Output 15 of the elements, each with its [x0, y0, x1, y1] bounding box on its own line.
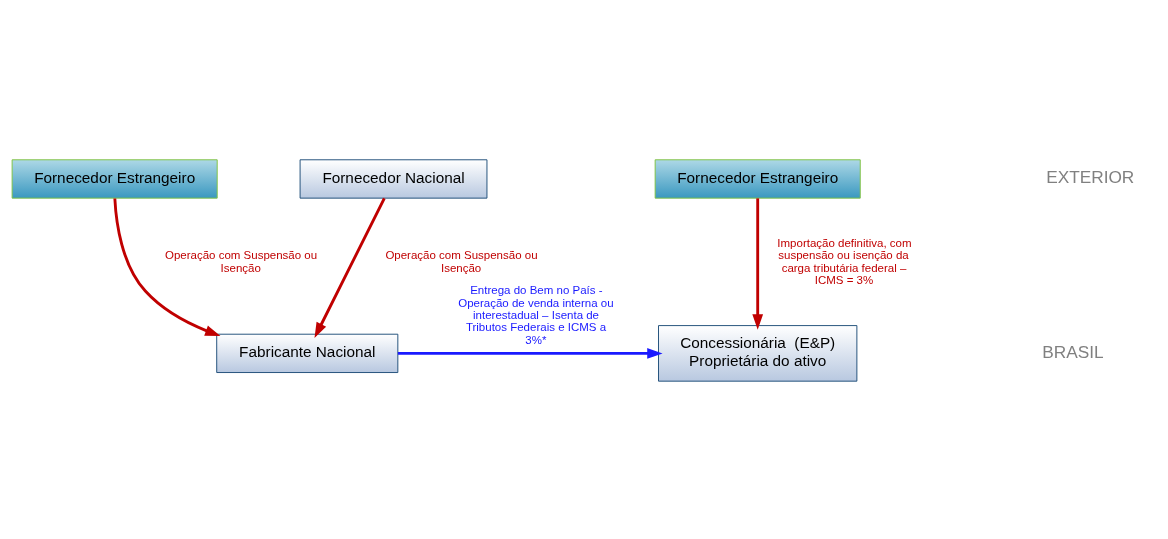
node-box: Fabricante Nacional — [216, 333, 399, 373]
edge-label: Operação com Suspensão ou Isenção — [164, 248, 318, 274]
node-box: Fornecedor Estrangeiro — [11, 158, 218, 199]
arrow — [314, 197, 386, 338]
arrow — [752, 197, 764, 330]
arrow — [397, 347, 663, 359]
edge-label: Operação com Suspensão ou Isenção — [385, 248, 538, 274]
node-box: Concessionária (E&P) Proprietária do ativo — [658, 324, 858, 382]
edge-label: Entrega do Bem no País - Operação de venda interna ou interestadual – Isenta de Tributos Federais e ICMS a 3%* — [458, 283, 614, 346]
label: EXTERIOR — [1046, 166, 1135, 187]
edge-label: Importação definitiva, com suspensão ou isenção da carga tributária federal – ICMS = 3% — [777, 236, 912, 286]
node-box: Fornecedor Nacional — [299, 158, 488, 199]
label: BRASIL — [1042, 341, 1104, 362]
node-box: Fornecedor Estrangeiro — [654, 158, 861, 199]
arrow — [113, 197, 221, 336]
